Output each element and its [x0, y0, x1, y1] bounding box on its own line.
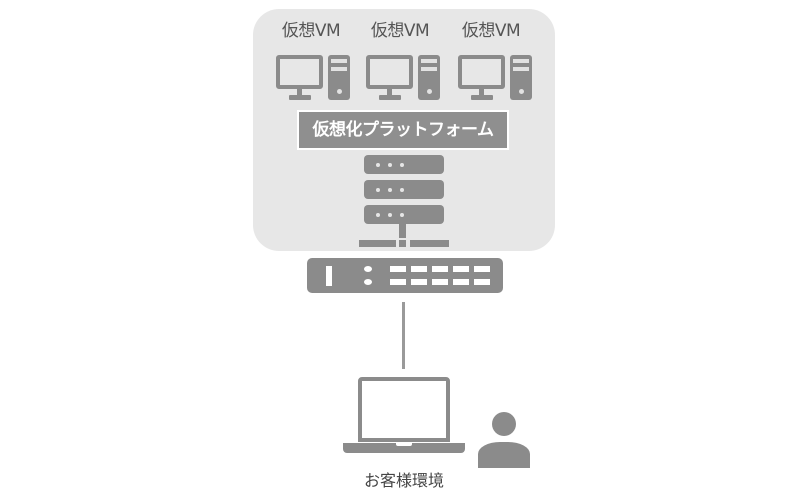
monitor-stand	[297, 89, 302, 96]
pc-tower-icon	[328, 55, 350, 100]
vm-label-1: 仮想VM	[281, 21, 341, 41]
monitor-icon	[366, 55, 413, 89]
monitor-icon	[276, 55, 323, 89]
connection-line	[402, 302, 405, 369]
server-unit	[364, 205, 444, 224]
laptop-screen	[358, 377, 450, 442]
monitor-stand	[387, 89, 392, 96]
monitor-icon	[458, 55, 505, 89]
server-unit	[364, 180, 444, 199]
monitor-stand	[479, 89, 484, 96]
server-unit	[364, 155, 444, 174]
server-base-right	[410, 240, 449, 247]
person-body	[478, 442, 530, 468]
pc-tower-icon	[418, 55, 440, 100]
laptop-notch	[396, 443, 412, 446]
customer-environment-label: お客様環境	[363, 471, 444, 490]
vm-label-3: 仮想VM	[461, 21, 521, 41]
vm-label-2: 仮想VM	[370, 21, 430, 41]
monitor-foot	[379, 95, 401, 100]
monitor-foot	[471, 95, 493, 100]
server-stem	[399, 224, 406, 238]
pc-tower-icon	[510, 55, 532, 100]
virtualization-platform-box: 仮想化プラットフォーム	[297, 110, 509, 150]
network-switch-icon	[307, 258, 503, 293]
laptop-base	[343, 443, 465, 453]
person-head	[492, 412, 516, 436]
server-base-center	[399, 240, 406, 247]
server-base-left	[359, 240, 396, 247]
monitor-foot	[289, 95, 311, 100]
